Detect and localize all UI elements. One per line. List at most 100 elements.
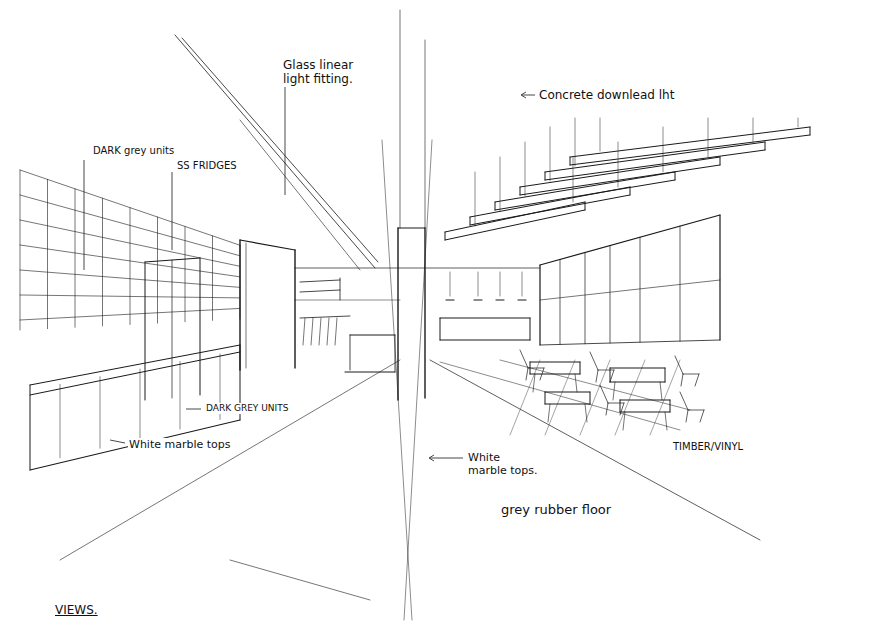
sketch-line — [753, 118, 754, 142]
sketch-line — [239, 240, 240, 370]
sketch-line — [470, 195, 630, 225]
sketch-line — [520, 187, 521, 195]
annotation-label: grey rubber floor — [500, 502, 612, 518]
sketch-line — [30, 420, 240, 470]
sketch-line — [445, 232, 446, 240]
arrow-head — [429, 92, 526, 461]
sketch-line — [681, 374, 683, 386]
sketch-line — [102, 198, 103, 326]
annotation-label: Glass linear light fitting. — [282, 58, 370, 87]
sketch-line — [295, 300, 400, 301]
sketch-line — [185, 226, 186, 321]
leader-line — [172, 172, 173, 250]
sketch-line — [300, 290, 340, 292]
annotation-label: White marble tops. — [467, 451, 539, 477]
sketch-line — [230, 560, 370, 600]
sketch-line — [440, 318, 530, 319]
sketch-line — [620, 400, 670, 401]
sketch-line — [585, 404, 587, 422]
sketch-line — [608, 403, 624, 404]
sketch-line — [478, 272, 479, 296]
sketch-line — [350, 335, 395, 336]
sketch-line — [700, 410, 704, 422]
sketch-line — [100, 377, 101, 449]
sketch-line — [175, 35, 375, 268]
leader-line — [522, 95, 535, 96]
sketch-line — [585, 253, 586, 344]
sketch-line — [540, 340, 720, 345]
sketch-line — [623, 412, 625, 430]
sketch-line — [145, 262, 146, 400]
sketch-line — [680, 392, 688, 410]
sketch-line — [518, 299, 526, 300]
sketch-line — [620, 403, 624, 415]
leader-line — [285, 85, 286, 195]
sketch-line — [446, 299, 454, 300]
sketch-line — [382, 140, 412, 620]
sketch-line — [500, 360, 690, 410]
sketch-line — [311, 318, 313, 345]
sketch-line — [327, 318, 329, 345]
sketch-line — [570, 127, 810, 157]
sketch-line — [610, 370, 614, 382]
annotation-label: VIEWS. — [54, 603, 99, 617]
annotation-label: Concrete downlead lht — [538, 88, 675, 102]
sketch-line — [765, 142, 766, 150]
sketch-line — [606, 403, 608, 415]
sketch-line — [545, 360, 575, 435]
sketch-line — [140, 369, 141, 439]
sketch-line — [398, 228, 425, 229]
sketch-line — [522, 272, 523, 296]
sketch-line — [395, 335, 396, 372]
sketch-line — [798, 118, 799, 127]
sketch-line — [598, 370, 614, 371]
sketch-line — [545, 392, 590, 393]
sketch-line — [30, 352, 240, 395]
sketch-line — [319, 318, 321, 345]
sketch-line — [596, 370, 598, 382]
sketch-line — [560, 259, 561, 344]
sketch-line — [683, 374, 699, 375]
annotation-label: DARK GREY UNITS — [205, 403, 289, 414]
sketch-line — [550, 127, 551, 181]
sketch-line — [180, 362, 181, 430]
sketch-line — [640, 237, 641, 342]
sketch-line — [600, 118, 601, 151]
sketch-line — [350, 335, 351, 370]
sketch-line — [450, 272, 451, 296]
sketch-line — [539, 265, 540, 345]
annotation-label: DARK grey units — [92, 145, 175, 157]
sketch-line — [650, 360, 680, 435]
sketch-line — [145, 258, 200, 262]
sketch-line — [440, 340, 530, 341]
sketch-line — [613, 382, 615, 400]
sketch-line — [300, 280, 340, 282]
sketch-line — [575, 118, 576, 166]
sketch-line — [575, 374, 577, 392]
sketch-line — [335, 318, 337, 345]
sketch-line — [620, 412, 670, 413]
sketch-line — [30, 345, 240, 385]
sketch-line — [570, 157, 571, 165]
sketch-line — [533, 374, 535, 392]
sketch-line — [610, 246, 611, 343]
sketch-line — [670, 400, 671, 412]
sketch-line — [580, 360, 610, 435]
sketch-line — [600, 385, 608, 403]
sketch-line — [686, 410, 688, 422]
sketch-line — [545, 392, 546, 404]
sketch-line — [20, 170, 21, 330]
sketch-line — [570, 135, 810, 165]
sketch-line — [475, 172, 476, 226]
sketch-line — [345, 372, 395, 373]
sketch-line — [719, 215, 720, 340]
sketch-line — [400, 10, 401, 228]
sketch-line — [665, 368, 666, 382]
sketch-line — [60, 384, 61, 458]
sketch-line — [540, 368, 544, 380]
sketch-line — [720, 157, 721, 165]
sketch-line — [695, 374, 699, 386]
sketch-line — [530, 374, 580, 375]
